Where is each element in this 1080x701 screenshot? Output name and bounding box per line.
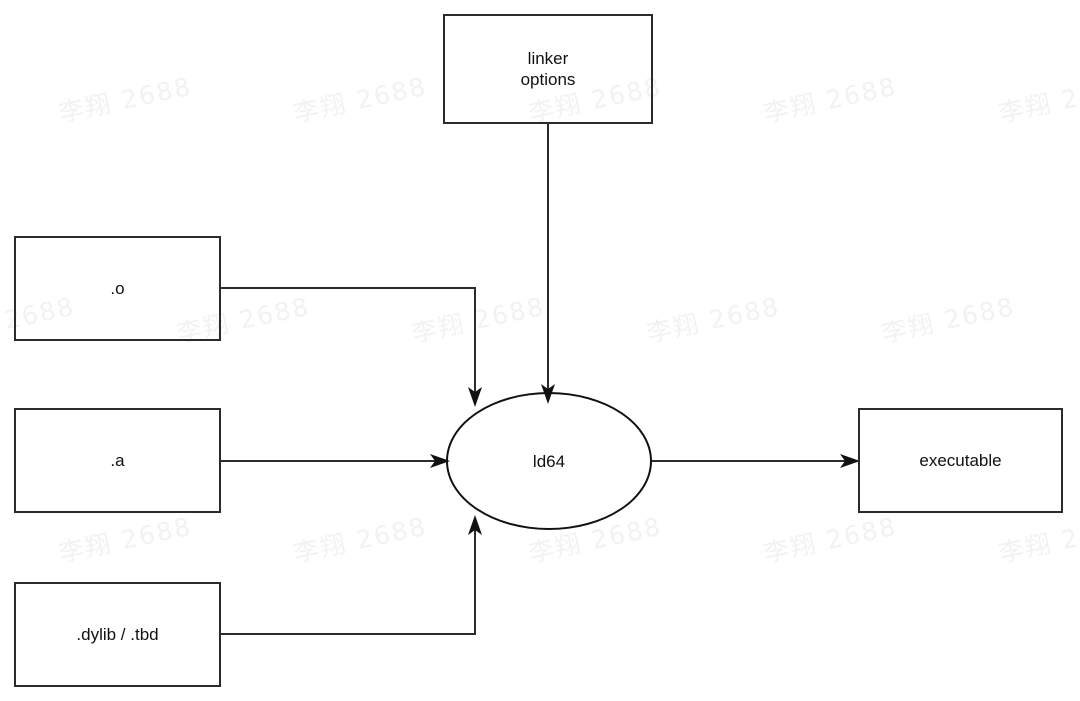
edge-linker-options-to-ld64 xyxy=(541,124,555,404)
node-linker-options-label: linker options xyxy=(520,49,576,89)
node-executable[interactable]: executable xyxy=(858,408,1063,513)
node-object-file[interactable]: .o xyxy=(14,236,221,341)
node-object-file-label: .o xyxy=(110,279,125,298)
node-linker-ld64-label: ld64 xyxy=(532,451,566,471)
node-linker-ld64[interactable]: ld64 xyxy=(446,392,652,530)
node-linker-options[interactable]: linker options xyxy=(443,14,653,124)
node-executable-label: executable xyxy=(919,451,1002,470)
node-static-library-label: .a xyxy=(110,451,125,470)
edge-static-to-ld64 xyxy=(221,454,450,468)
node-dynamic-library-label: .dylib / .tbd xyxy=(76,625,159,644)
node-static-library[interactable]: .a xyxy=(14,408,221,513)
edge-object-to-ld64 xyxy=(221,287,482,407)
node-dynamic-library[interactable]: .dylib / .tbd xyxy=(14,582,221,687)
edge-ld64-to-executable xyxy=(652,454,860,468)
edge-dylib-to-ld64 xyxy=(221,515,482,635)
